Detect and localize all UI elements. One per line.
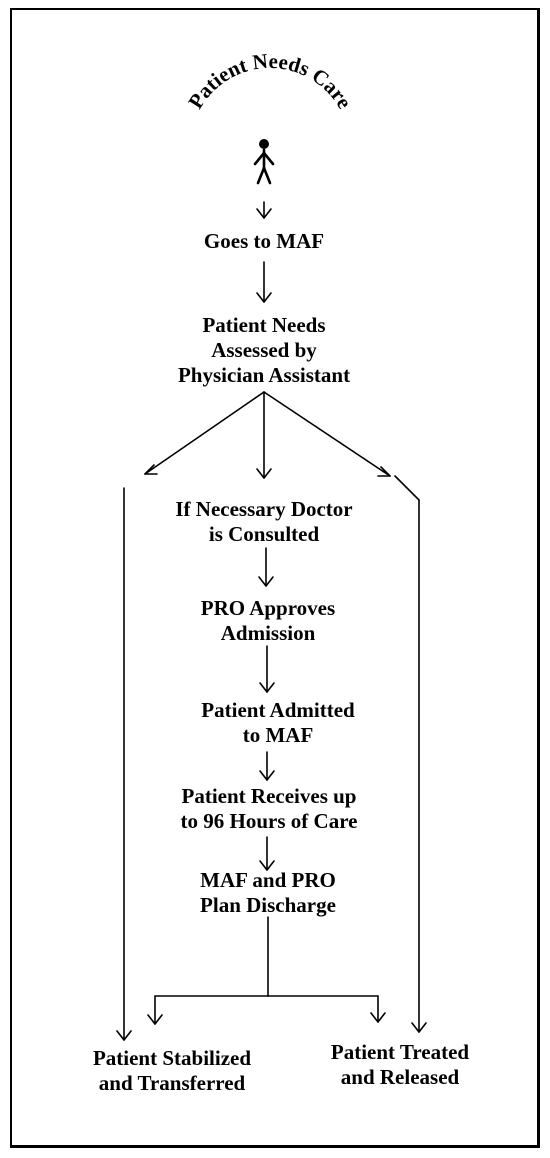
diagram-frame (10, 8, 540, 1148)
title-arc-text: Patient Needs Care (183, 49, 357, 113)
node-plan-discharge: MAF and PRO Plan Discharge (200, 868, 336, 917)
branch-right (263, 391, 391, 477)
branch-left (144, 391, 265, 475)
diagram-title: Patient Needs Care (183, 49, 357, 113)
right-elbow (394, 475, 420, 501)
node-assessed: Patient Needs Assessed by Physician Assi… (177, 313, 351, 387)
node-admitted: Patient Admitted to MAF (201, 698, 355, 747)
node-treated: Patient Treated and Released (330, 1040, 470, 1089)
node-pro-approves: PRO Approves Admission (200, 596, 336, 645)
node-receives-care: Patient Receives up to 96 Hours of Care (180, 784, 358, 833)
node-goes-to-maf: Goes to MAF (203, 229, 325, 253)
node-doctor-consulted: If Necessary Doctor is Consulted (175, 497, 353, 546)
person-icon (253, 139, 275, 185)
node-stabilized: Patient Stabilized and Transferred (92, 1046, 252, 1095)
